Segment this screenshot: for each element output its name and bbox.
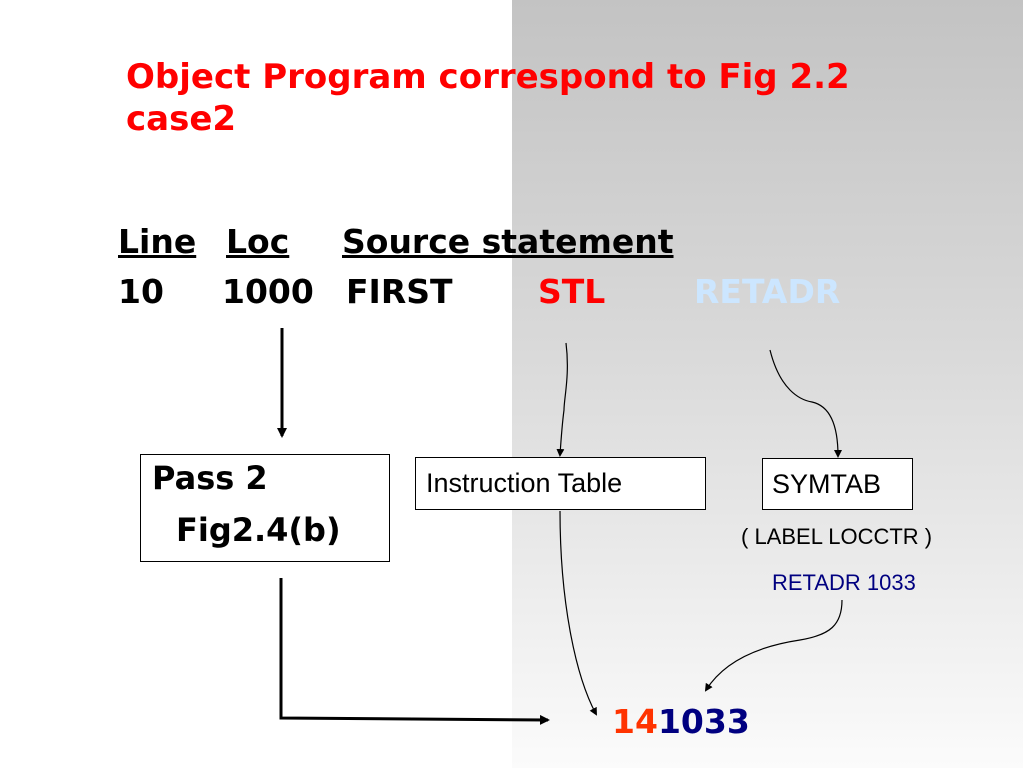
statement-opcode: STL — [538, 272, 606, 311]
header-line: Line — [118, 222, 197, 261]
pass2-figure-ref: Fig2.4(b) — [176, 511, 341, 549]
object-code-opcode: 14 — [612, 702, 658, 741]
arrow-opcode-to-instruction-table — [556, 342, 568, 457]
header-loc: Loc — [226, 222, 290, 261]
symtab-label: SYMTAB — [772, 469, 882, 499]
pass2-label: Pass 2 — [152, 459, 268, 497]
statement-operand: RETADR — [694, 272, 841, 311]
arrow-instruction-table-to-result — [559, 510, 597, 716]
title-line-1: Object Program correspond to Fig 2.2 — [126, 57, 850, 97]
pass2-box: Pass 2 Fig2.4(b) — [140, 454, 390, 562]
statement-location: 1000 — [222, 272, 314, 311]
object-code-address: 1033 — [657, 702, 750, 741]
arrow-pass2-to-result — [279, 578, 550, 725]
header-source-statement: Source statement — [342, 222, 674, 261]
instruction-table-label: Instruction Table — [426, 468, 623, 498]
symtab-columns-note: ( LABEL LOCCTR ) — [741, 524, 933, 549]
slide-title: Object Program correspond to Fig 2.2 cas… — [126, 56, 946, 140]
arrow-symtab-to-result — [704, 599, 843, 692]
object-code-result: 141033 — [612, 702, 750, 741]
symtab-box: SYMTAB — [762, 458, 913, 510]
statement-label: FIRST — [346, 272, 453, 311]
statement-line-number: 10 — [118, 272, 164, 311]
arrow-operand-to-symtab — [769, 349, 842, 458]
title-line-2: case2 — [126, 99, 237, 139]
instruction-table-box: Instruction Table — [415, 457, 706, 510]
background-gradient-panel — [512, 0, 1023, 768]
symtab-entry: RETADR 1033 — [772, 570, 916, 595]
